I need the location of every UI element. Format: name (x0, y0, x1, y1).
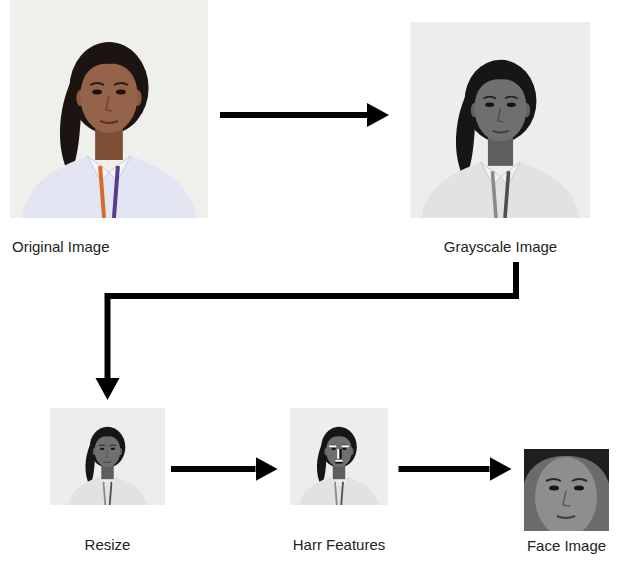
image-frame (524, 449, 609, 531)
flow-arrow (220, 112, 367, 118)
image-step: Resize (50, 408, 165, 554)
image-frame (50, 408, 165, 505)
step-caption: Grayscale Image (444, 238, 557, 256)
image-step: Harr Features (290, 408, 389, 554)
step-caption: Harr Features (293, 536, 386, 554)
flow-arrow (108, 262, 517, 378)
image-step: Face Image (524, 449, 610, 555)
image-frame (403, 22, 598, 218)
image-step: Original Image (10, 0, 208, 256)
image-frame (290, 408, 388, 505)
harr-photo-ground (290, 408, 388, 505)
face-crop-photo (524, 449, 609, 537)
flow-arrow (171, 466, 256, 472)
image-frame (10, 0, 208, 218)
harr-photo (295, 408, 384, 505)
flow-arrow (399, 466, 490, 472)
resized-photo (63, 408, 152, 505)
resized-photo-ground (50, 408, 165, 505)
original-photo (10, 0, 208, 218)
image-step: Grayscale Image (403, 22, 598, 256)
step-caption: Resize (85, 536, 131, 554)
step-caption: Face Image (527, 537, 606, 555)
step-caption: Original Image (12, 238, 110, 256)
grayscale-photo (411, 22, 591, 218)
